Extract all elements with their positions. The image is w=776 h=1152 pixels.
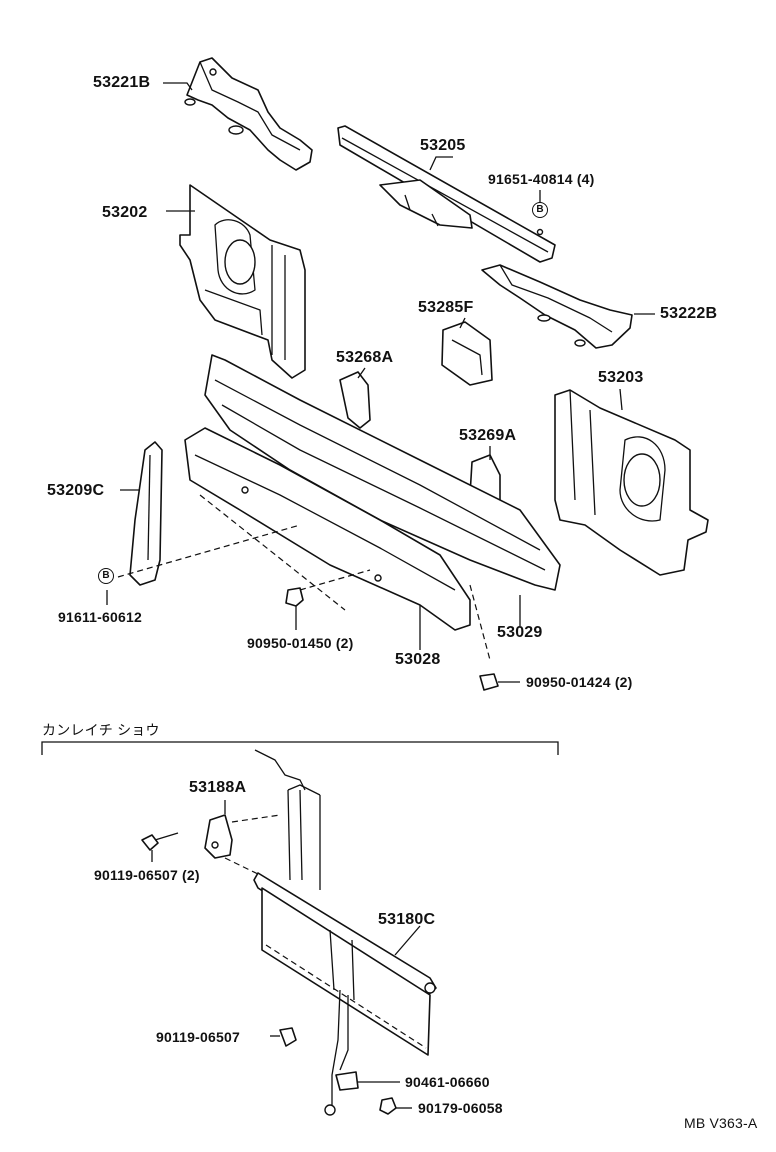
bracket-53188A-shape xyxy=(204,814,233,859)
label-91611-60612: 91611-60612 xyxy=(58,609,142,625)
section-title: カンレイチ ショウ xyxy=(42,722,160,738)
b-marker-icon: B xyxy=(532,202,548,218)
crossmember-53029-shape xyxy=(204,354,561,591)
bracket-53285F-shape xyxy=(441,321,493,386)
label-53222B: 53222B xyxy=(660,305,718,322)
diagram-id: MB V363-A xyxy=(684,1115,758,1131)
crossmember-53028-shape xyxy=(184,427,471,631)
frame-pillar-shape xyxy=(254,749,321,890)
label-90179-06058: 90179-06058 xyxy=(418,1100,503,1116)
b-marker-icon: B xyxy=(98,568,114,584)
bracket-53221B-shape xyxy=(184,57,313,171)
bolt-shape-a xyxy=(141,832,179,851)
label-53285F: 53285F xyxy=(418,299,474,316)
label-90119-06507-2: 90119-06507 (2) xyxy=(94,867,200,883)
label-53188A: 53188A xyxy=(189,779,247,796)
label-53205: 53205 xyxy=(420,137,466,154)
rail-53205-shape xyxy=(337,125,556,263)
label-91651-40814: 91651-40814 (4) xyxy=(488,171,595,187)
label-90461-06660: 90461-06660 xyxy=(405,1074,490,1090)
bracket-53222B-shape xyxy=(481,264,633,349)
bolt-shape-b xyxy=(279,1027,297,1047)
clip-90950-01424-shape xyxy=(479,673,499,691)
label-53202: 53202 xyxy=(102,204,148,221)
label-90950-01424: 90950-01424 (2) xyxy=(526,674,633,690)
label-53268A: 53268A xyxy=(336,349,394,366)
label-90119-06507: 90119-06507 xyxy=(156,1029,240,1045)
label-90950-01450: 90950-01450 (2) xyxy=(247,635,354,651)
label-53209C: 53209C xyxy=(47,482,105,499)
bracket-53268A-shape xyxy=(339,371,371,429)
label-53028: 53028 xyxy=(395,651,441,668)
roller-shade-53180C-shape xyxy=(253,872,437,1056)
clamp-shape xyxy=(335,1071,359,1091)
label-53221B: 53221B xyxy=(93,74,151,91)
nut-shape xyxy=(379,1097,397,1115)
label-53029: 53029 xyxy=(497,624,543,641)
label-53180C: 53180C xyxy=(378,911,436,928)
panel-53203-shape xyxy=(554,389,709,576)
bracket-53209C-shape xyxy=(129,441,163,586)
clip-90950-01450-shape xyxy=(285,587,304,607)
panel-53202-shape xyxy=(179,184,306,379)
label-53269A: 53269A xyxy=(459,427,517,444)
label-53203: 53203 xyxy=(598,369,644,386)
